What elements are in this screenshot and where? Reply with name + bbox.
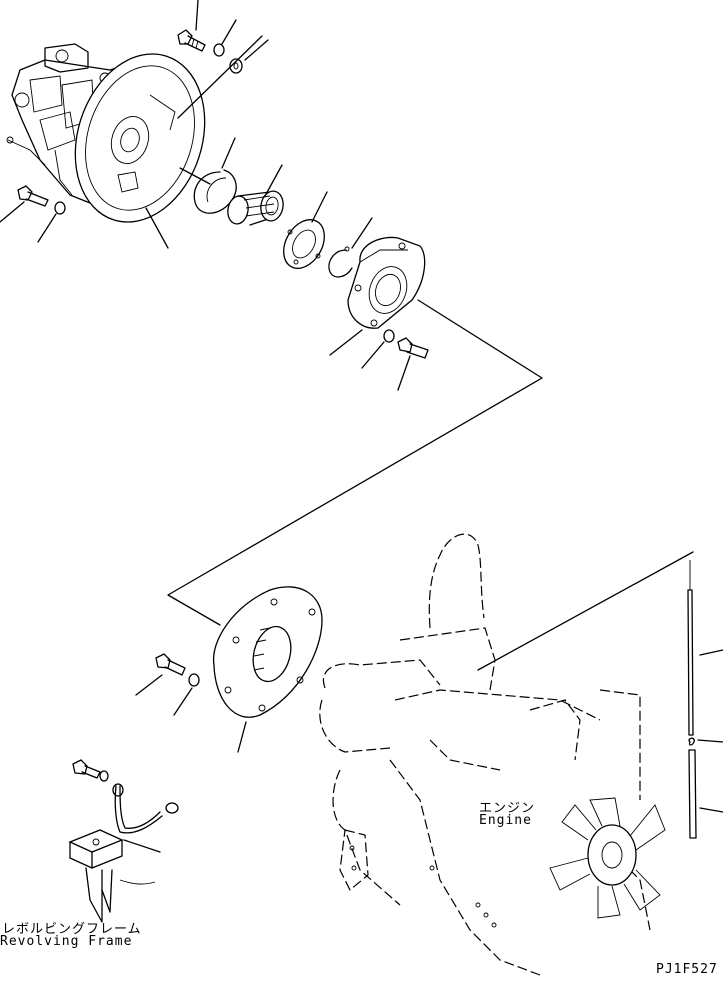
- revolving-frame: [68, 829, 156, 923]
- revolving-frame-label-en: Revolving Frame: [0, 934, 133, 949]
- adapter-washer: [383, 329, 395, 343]
- engine-label-jp: エンジン: [479, 801, 536, 816]
- flywheel-housing-adapter: [347, 236, 426, 329]
- dipstick: [687, 560, 697, 839]
- hydraulic-pump: [6, 43, 166, 206]
- ground-bolt: [72, 759, 101, 779]
- coupling-hub: [227, 190, 284, 226]
- ground-washer: [99, 770, 109, 782]
- engine-fan: [549, 797, 666, 919]
- adapter-bolt: [397, 337, 429, 359]
- snap-ring-1: [193, 169, 237, 214]
- pump-washer-left: [54, 201, 66, 215]
- ground-cable: [112, 783, 179, 834]
- revolving-frame-label-jp: レボルビングフレーム: [2, 922, 142, 937]
- plate-bolt: [155, 653, 186, 676]
- snap-ring-2: [328, 246, 353, 278]
- engine-label-en: Engine: [479, 813, 532, 828]
- pump-bolt-left: [17, 185, 49, 207]
- plate-washer: [188, 673, 200, 687]
- flywheel-coupling-plate: [212, 586, 323, 718]
- engine-outline: [319, 533, 651, 976]
- pump-nut-top: [229, 58, 243, 74]
- pump-housing-flange: [74, 53, 206, 223]
- drawing-code: PJ1F527: [656, 962, 718, 977]
- coupling-element: [283, 219, 325, 269]
- pump-bolt-top: [177, 29, 206, 52]
- pump-washer-top: [213, 43, 225, 57]
